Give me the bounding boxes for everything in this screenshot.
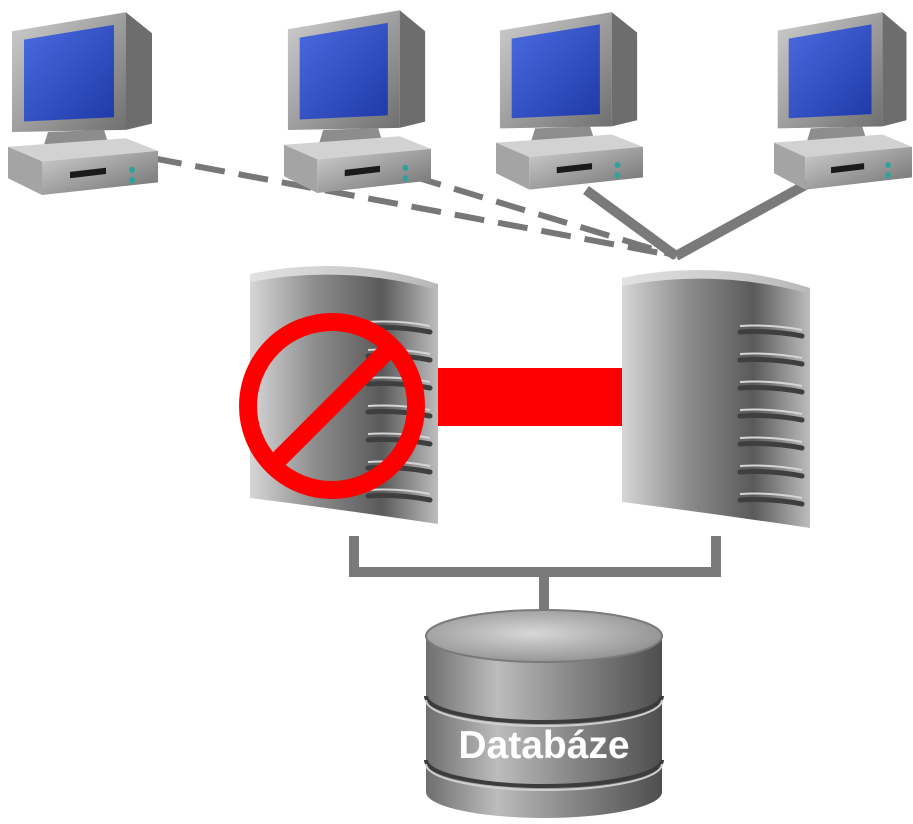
prohibited-icon — [239, 313, 425, 499]
dashed-link-client-1 — [151, 155, 677, 259]
workstation-icon — [284, 10, 431, 193]
solid-link-client-3 — [583, 185, 679, 261]
workstation-icon — [8, 12, 158, 195]
database-label: Databáze — [458, 724, 629, 767]
workstation-icon — [774, 12, 912, 190]
database-links — [349, 536, 721, 614]
failed-interconnect-bar — [436, 368, 632, 426]
client-connections — [151, 155, 843, 261]
database-icon — [424, 609, 664, 818]
workstation-icon — [496, 12, 643, 190]
dashed-link-client-2 — [411, 173, 677, 259]
server-icon — [622, 270, 810, 528]
